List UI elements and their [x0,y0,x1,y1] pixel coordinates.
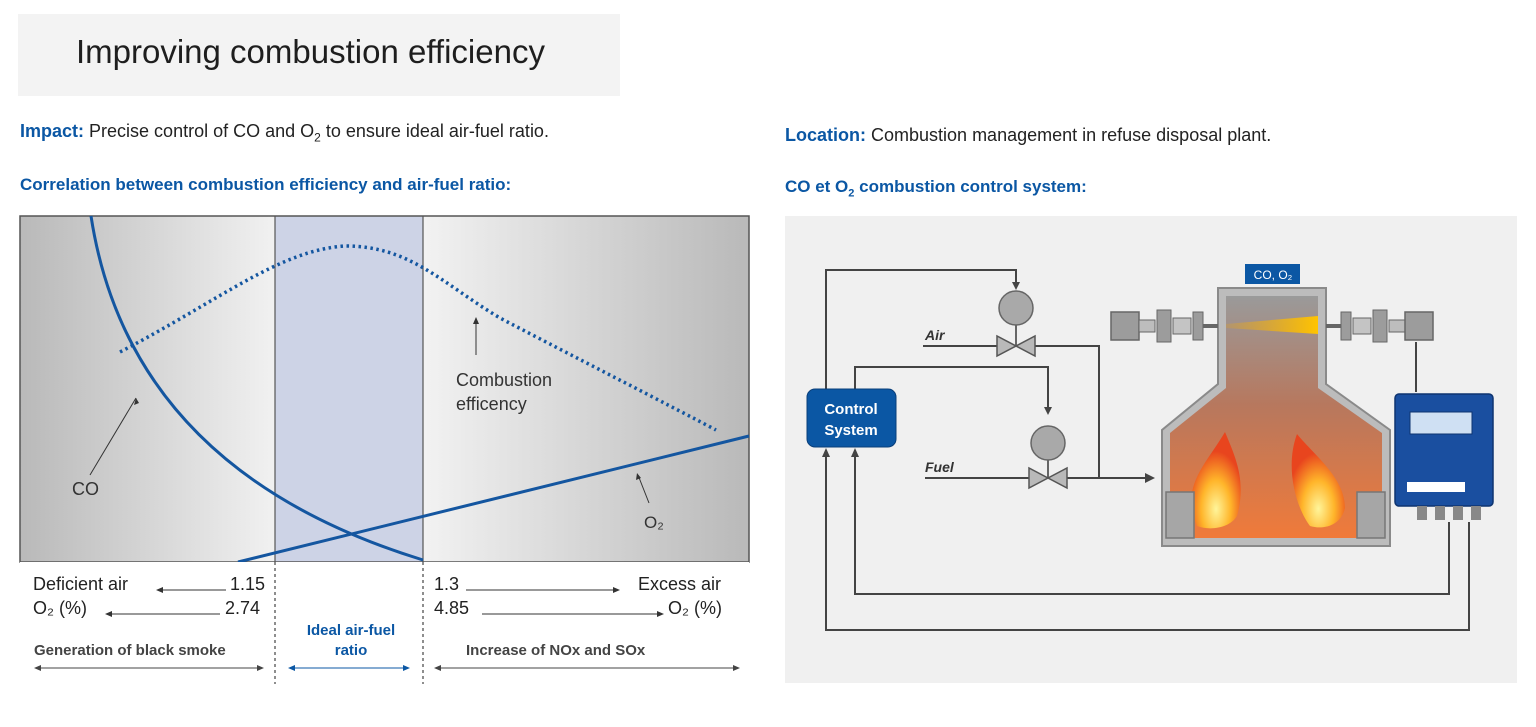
ideal-label-1: Ideal air-fuel [307,622,395,639]
black-smoke-label: Generation of black smoke [34,642,226,659]
control-label-2: System [824,422,877,439]
page-title: Improving combustion efficiency [76,33,545,70]
analyzer-unit-icon [1394,393,1494,520]
o2-percent-left: O₂ (%) [33,598,87,618]
location-label: Location: [785,125,866,145]
excess-value: 1.3 [434,574,459,594]
nox-arrow-left [434,665,441,671]
co-pointer [89,397,137,476]
o2-percent-right: O₂ (%) [668,598,722,618]
feed-arrow [1145,473,1155,483]
impact-text-post: to ensure ideal air-fuel ratio. [320,121,549,141]
deficient-air-label: Deficient air [33,574,128,594]
o2-pointer-head [636,473,641,480]
deficient-value: 1.15 [230,574,265,594]
impact-line: Impact: Precise control of CO and O2 to … [20,121,549,145]
flame-right-icon [1291,434,1345,528]
o2-left-value: 2.74 [225,598,260,618]
ideal-arrow-right [403,665,410,671]
black-smoke-arrow-right [257,665,264,671]
feedback-arrow-1 [851,448,859,457]
control-lines [825,269,1470,631]
co-label: CO [72,479,99,499]
co-o2-tag-label: CO, O₂ [1254,268,1293,282]
o2-label: O₂ [644,513,664,532]
nox-arrow-right [733,665,740,671]
efficiency-curve [119,244,717,432]
burner-right-icon [1356,491,1386,539]
receiver-icon [1326,309,1434,343]
efficiency-label-2: efficency [456,394,527,414]
efficiency-pointer-head [473,317,479,324]
location-line: Location: Combustion management in refus… [785,125,1271,146]
flame-left-icon [1191,432,1241,529]
excess-arrow-head [613,587,620,593]
black-smoke-arrow-left [34,665,41,671]
o2-right-arrow-head [657,611,664,617]
excess-air-label: Excess air [638,574,721,594]
efficiency-label-1: Combustion [456,370,552,390]
control-system-diagram: Air Fuel Control System CO, O₂ [785,216,1517,683]
control-label-1: Control [824,401,877,418]
fuel-actuator-arrow [1044,407,1052,415]
co-curve [89,215,424,562]
ideal-band [275,216,423,562]
impact-label: Impact: [20,121,85,141]
o2-left-arrow-head [105,611,112,617]
impact-text-pre: Precise control of CO and O [89,121,315,141]
burner-left-icon [1165,491,1195,539]
deficient-region [20,216,275,562]
system-title-post: combustion control system: [854,177,1087,196]
system-title: CO et O2 combustion control system: [785,177,1087,199]
efficiency-chart: CO Combustion efficency O₂ Deficient air… [19,215,750,684]
ideal-label-2: ratio [335,642,368,659]
ideal-arrow-left [288,665,295,671]
co-o2-tag [1245,264,1300,284]
laser-beam [1226,316,1318,334]
o2-pointer [637,474,650,504]
system-title-subscript: 2 [848,187,855,200]
annotation-area [20,562,749,684]
o2-curve [237,434,750,564]
air-valve-icon [996,334,1036,358]
fuel-label: Fuel [925,459,955,475]
title-box [18,14,620,96]
system-title-pre: CO et O [785,177,849,196]
fuel-actuator-icon [1030,425,1066,461]
air-actuator-arrow [1012,282,1020,290]
air-actuator-icon [998,290,1034,326]
nox-label: Increase of NOx and SOx [466,642,646,659]
co-pointer-head [134,398,139,405]
air-label: Air [924,327,946,343]
transmitter-icon [1110,309,1218,343]
location-text: Combustion management in refuse disposal… [871,125,1272,145]
impact-subscript: 2 [314,130,321,145]
control-system-box [806,388,897,448]
correlation-title: Correlation between combustion efficienc… [20,175,512,194]
o2-right-value: 4.85 [434,598,469,618]
feedback-arrow-2 [822,448,830,457]
fuel-valve-icon [1028,466,1068,490]
deficient-arrow-head [156,587,163,593]
